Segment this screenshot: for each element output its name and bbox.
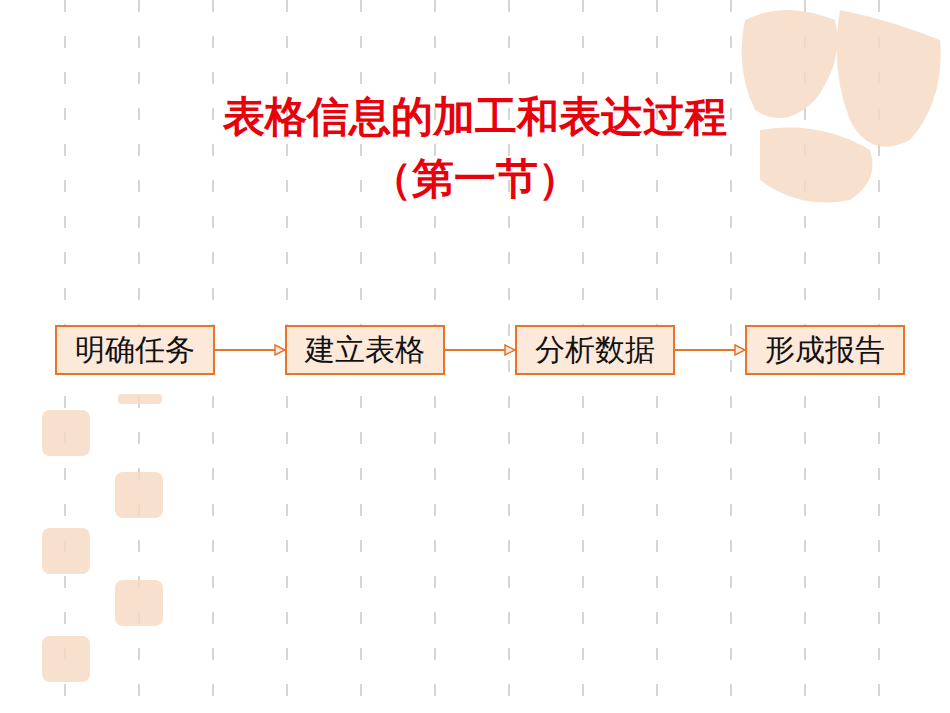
seal-stamp xyxy=(118,394,162,404)
box-label: 明确任务 xyxy=(75,330,195,371)
seal-stamp xyxy=(115,472,163,518)
seal-stroke xyxy=(837,10,941,147)
flow-arrow xyxy=(445,349,515,351)
slide-title: 表格信息的加工和表达过程 （第一节） xyxy=(125,86,825,210)
box-label: 形成报告 xyxy=(765,330,885,371)
process-box: 分析数据 xyxy=(515,325,675,375)
seal-stamp xyxy=(42,528,90,574)
process-box: 明确任务 xyxy=(55,325,215,375)
watermark-seal xyxy=(42,10,941,682)
process-box: 形成报告 xyxy=(745,325,905,375)
flow-arrow xyxy=(675,349,745,351)
process-box: 建立表格 xyxy=(285,325,445,375)
box-label: 分析数据 xyxy=(535,330,655,371)
seal-stroke xyxy=(760,128,873,203)
grid-line xyxy=(730,0,732,713)
flow-arrow xyxy=(215,349,285,351)
seal-stamp xyxy=(42,636,90,682)
box-label: 建立表格 xyxy=(305,330,425,371)
seal-stamp xyxy=(115,580,163,626)
seal-stroke xyxy=(742,10,838,118)
seal-stamp xyxy=(42,410,90,456)
